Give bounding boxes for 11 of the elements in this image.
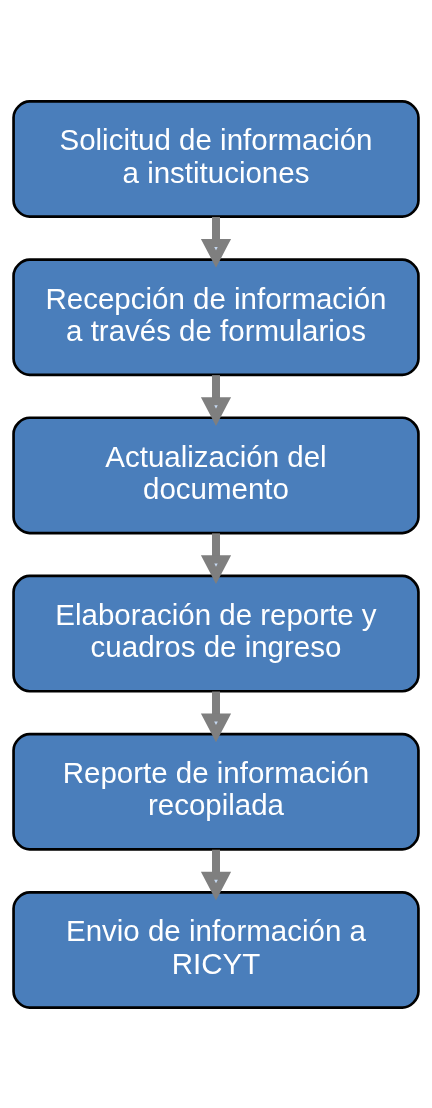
- arrow: [200, 691, 232, 742]
- arrow: [200, 532, 232, 584]
- arrow: [200, 849, 232, 900]
- node-box: Envio de información a RICYT: [12, 890, 420, 1009]
- node-box: Elaboración de reporte y cuadros de ingreso: [12, 574, 420, 693]
- node-box: Solicitud de información a instituciones: [12, 99, 420, 218]
- arrow: [200, 216, 232, 268]
- node-box: Actualización del documento: [12, 415, 420, 534]
- arrow: [200, 374, 232, 426]
- node-box: Reporte de información recopilada: [12, 732, 420, 851]
- node-box: Recepción de información a través de formularios: [12, 257, 420, 376]
